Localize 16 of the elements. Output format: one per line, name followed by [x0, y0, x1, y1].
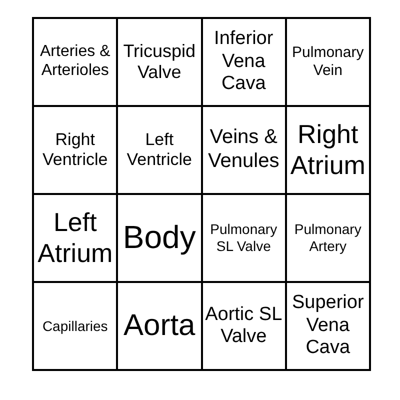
- bingo-square: Right Ventricle: [33, 106, 118, 194]
- bingo-square: Superior Vena Cava: [286, 282, 370, 370]
- bingo-square: Left Atrium: [33, 194, 118, 282]
- bingo-square: Pulmonary SL Valve: [202, 194, 286, 282]
- bingo-square: Aortic SL Valve: [202, 282, 286, 370]
- bingo-square: Capillaries: [33, 282, 118, 370]
- bingo-square: Right Atrium: [286, 106, 370, 194]
- bingo-square: Aorta: [117, 282, 202, 370]
- bingo-square: Pulmonary Artery: [286, 194, 370, 282]
- bingo-square: Body: [117, 194, 202, 282]
- bingo-square: Tricuspid Valve: [117, 18, 202, 106]
- bingo-square: Arteries & Arterioles: [33, 18, 118, 106]
- bingo-square: Veins & Venules: [202, 106, 286, 194]
- bingo-square: Left Ventricle: [117, 106, 202, 194]
- bingo-square: Pulmonary Vein: [286, 18, 370, 106]
- bingo-square: Inferior Vena Cava: [202, 18, 286, 106]
